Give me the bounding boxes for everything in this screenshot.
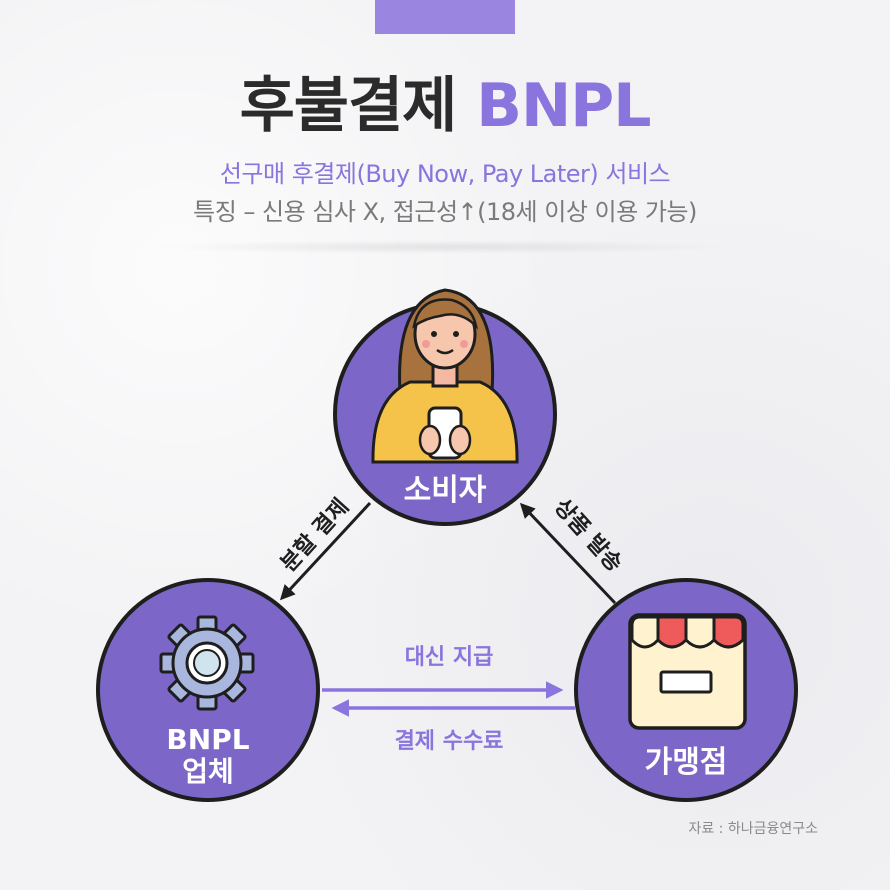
node-label-merchant: 가맹점 — [645, 745, 728, 780]
gear-icon — [159, 615, 255, 711]
source-note: 자료 : 하나금융연구소 — [688, 821, 818, 837]
node-label-bnpl-line1: BNPL — [166, 723, 249, 756]
top-tab-decoration — [375, 0, 515, 34]
edge-label-payment: 대신 지급 — [405, 645, 494, 670]
edge-label-fee: 결제 수수료 — [395, 729, 504, 754]
node-consumer: 소비자 — [333, 288, 557, 526]
node-bnpl: BNPL 업체 — [96, 578, 320, 802]
title-main: 후불결제 — [239, 71, 458, 141]
edge-label-installment: 분할 결제 — [276, 494, 354, 577]
arrow-consumer-to-bnpl — [279, 501, 372, 601]
arrow-merchant-to-consumer — [519, 502, 617, 605]
divider-shadow — [150, 240, 740, 254]
node-merchant: 가맹점 — [574, 578, 798, 802]
store-icon — [628, 613, 747, 730]
woman-with-phone-icon — [371, 288, 519, 464]
subtitle: 선구매 후결제(Buy Now, Pay Later) 서비스 — [219, 160, 671, 188]
node-label-bnpl-line2: 업체 — [182, 755, 234, 788]
edge-label-shipping: 상품 발송 — [549, 494, 627, 577]
feature-text: 특징 – 신용 심사 X, 접근성↑(18세 이상 이용 가능) — [193, 198, 697, 226]
title-accent: BNPL — [476, 71, 651, 141]
page-title: 후불결제 BNPL — [0, 70, 890, 142]
node-label-consumer: 소비자 — [404, 473, 487, 508]
